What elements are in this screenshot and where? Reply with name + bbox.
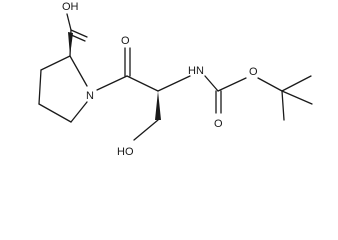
bond-cooh-c-o-double-1 [70,29,88,38]
bond-n-co [96,75,128,91]
atom-label-carbonyl-o: O [214,118,223,130]
bond-c4-c5 [38,103,72,123]
bond-ctert-methyl-right [281,90,313,105]
atom-label-acid-oh: OH [62,1,79,13]
pyrrolidine-ring [38,32,88,123]
bond-ctert-methyl-top [281,75,312,92]
bond-ctert-methyl-bottom [281,90,285,121]
bond-calpha-nh [157,75,191,92]
bond-c-oester [217,77,247,92]
atom-label-hydroxyl: HO [117,146,134,158]
bond-nh-c [204,75,219,92]
atom-label-ketone-o: O [121,35,130,47]
bond-cbeta-oh [133,119,159,141]
bond-cooh-c-oh [66,13,72,31]
atom-label-ester-o: O [249,66,258,78]
stereo-wedge-ring [68,32,73,56]
bond-c3-c4 [38,69,42,105]
bond-n-ca [69,55,88,87]
bond-co-calpha [126,75,159,92]
amide-linkage [96,47,159,92]
atom-label-ring-n: N [86,90,94,102]
boc-group [204,75,313,121]
bond-oester-ctert [257,77,283,92]
stereo-wedge-serine [155,91,161,120]
atom-label-amide-nh: HN [188,65,204,77]
bond-c5-n [70,101,88,123]
bond-ca-c3 [40,55,71,71]
serine-residue [133,75,191,141]
structure-diagram: OH N O HN O O HO [38,1,313,158]
